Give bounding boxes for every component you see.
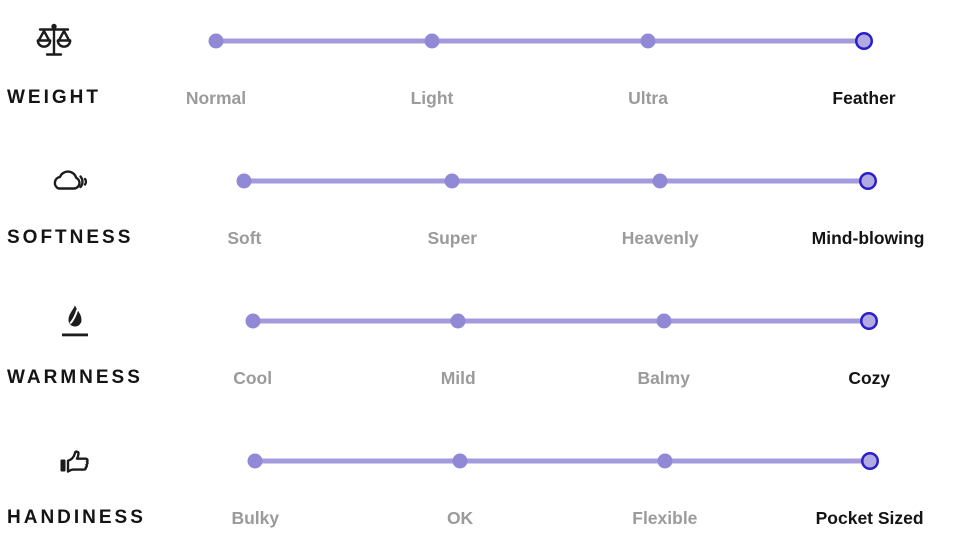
slider-stop[interactable]	[450, 313, 466, 329]
feature-row-weight: WEIGHT Normal Light Ultra Feather	[7, 0, 972, 140]
slider-stop-selected[interactable]	[860, 312, 879, 330]
feature-name: HANDINESS	[7, 507, 146, 528]
slider-track	[216, 38, 864, 44]
feature-name: WEIGHT	[7, 87, 101, 108]
slider-stop-selected[interactable]	[860, 452, 879, 470]
slider-track	[255, 458, 870, 464]
slider-stop[interactable]	[236, 173, 252, 189]
slider-stop[interactable]	[652, 173, 668, 189]
option-label: Mild	[440, 368, 476, 388]
slider-labels: Soft Super Heavenly Mind-blowing	[140, 227, 972, 249]
feature-row-warmness: WARMNESS Cool Mild Balmy Cozy	[7, 280, 972, 420]
option-label-selected: Mind-blowing	[811, 228, 925, 248]
option-label: Ultra	[628, 88, 668, 108]
row-header-weight: WEIGHT	[7, 0, 101, 109]
feature-row-handiness: HANDINESS Bulky OK Flexible Pocket Sized	[7, 420, 972, 544]
slider-labels: Normal Light Ultra Feather	[108, 87, 972, 109]
slider-stop[interactable]	[640, 33, 656, 49]
option-label: Light	[410, 88, 454, 108]
row-header-softness: SOFTNESS	[7, 140, 133, 249]
slider-track-line	[140, 160, 972, 202]
warmness-slider: Cool Mild Balmy Cozy	[150, 280, 972, 389]
slider-stop[interactable]	[444, 173, 460, 189]
slider-labels: Bulky OK Flexible Pocket Sized	[153, 507, 972, 529]
slider-track-line	[153, 440, 972, 482]
option-label: Bulky	[231, 508, 280, 528]
option-label: Cool	[233, 368, 273, 388]
softness-slider: Soft Super Heavenly Mind-blowing	[140, 140, 972, 249]
feature-name: SOFTNESS	[7, 227, 134, 248]
slider-track-line	[108, 20, 972, 62]
slider-stop-selected[interactable]	[855, 32, 873, 50]
feature-row-softness: SOFTNESS Soft Super Heavenly Mind-blowin…	[7, 140, 972, 280]
option-label: Normal	[185, 88, 247, 108]
option-label: Flexible	[632, 508, 698, 528]
slider-stop[interactable]	[424, 33, 440, 49]
option-label: Heavenly	[621, 228, 699, 248]
row-header-warmness: WARMNESS	[7, 280, 143, 389]
slider-stop[interactable]	[245, 313, 261, 329]
option-label-selected: Feather	[832, 88, 896, 108]
row-header-handiness: HANDINESS	[7, 420, 146, 529]
flame-icon	[55, 300, 95, 342]
option-label: Balmy	[637, 368, 690, 388]
option-label: Super	[427, 228, 478, 248]
option-label-selected: Pocket Sized	[815, 508, 924, 528]
slider-track	[244, 178, 869, 184]
slider-labels: Cool Mild Balmy Cozy	[150, 367, 972, 389]
slider-stop-selected[interactable]	[859, 172, 878, 190]
slider-stop[interactable]	[452, 453, 468, 469]
weight-slider: Normal Light Ultra Feather	[108, 0, 972, 109]
thumbs-up-icon	[57, 440, 95, 482]
slider-track	[252, 318, 870, 324]
option-label: Soft	[227, 228, 262, 248]
option-label-selected: Cozy	[848, 368, 891, 388]
slider-stop[interactable]	[656, 313, 672, 329]
option-label: OK	[446, 508, 474, 528]
soft-cloud-icon	[49, 160, 91, 202]
handiness-slider: Bulky OK Flexible Pocket Sized	[153, 420, 972, 529]
feature-name: WARMNESS	[7, 367, 143, 388]
slider-track-line	[150, 300, 972, 342]
slider-stop[interactable]	[208, 33, 224, 49]
balance-scale-icon	[34, 20, 74, 62]
slider-stop[interactable]	[247, 453, 263, 469]
slider-stop[interactable]	[657, 453, 673, 469]
